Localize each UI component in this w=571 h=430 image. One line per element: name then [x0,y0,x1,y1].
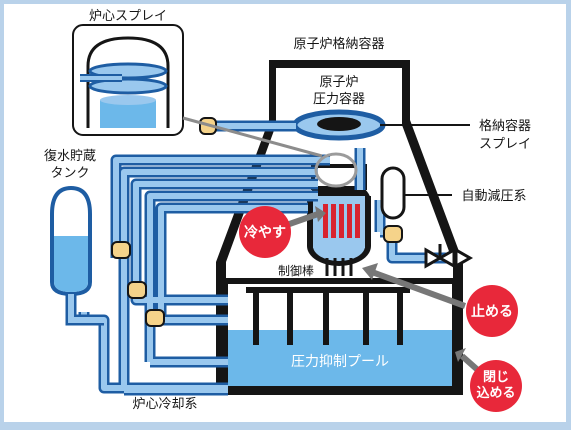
label-suppression-pool: 圧力抑制プール [291,354,389,370]
arrows [277,206,482,375]
tank-outlet-pipe [65,294,104,326]
valve-icon [424,244,474,269]
badge-contain-label-1: 閉じ [483,370,509,385]
badge-stop-label: 止める [471,303,513,320]
label-containment-vessel: 原子炉格納容器 [293,36,384,52]
pump-icon [111,117,403,327]
label-condensate-tank-1: 復水貯蔵 [44,148,96,164]
label-condensate-tank-2: タンク [50,166,89,181]
core-spray-ring [314,152,358,188]
condensate-storage-tank [50,185,92,297]
badge-cool: 冷やす [239,206,291,258]
label-rpv-2: 圧力容器 [313,91,365,107]
ads-tank [380,166,406,220]
badge-stop: 止める [466,285,518,337]
core-spray-leader [182,116,323,158]
label-control-rods: 制御棒 [278,263,314,278]
label-core-spray: 炉心スプレイ [89,9,167,24]
badge-contain: 閉じ 込める [470,360,522,412]
containment-spray-header [292,109,386,141]
label-rpv-1: 原子炉 [319,75,358,90]
core-spray-inset [72,24,184,136]
badge-cool-label: 冷やす [244,224,286,241]
label-containment-spray-2: スプレイ [479,137,531,152]
badge-contain-label-2: 込める [476,385,515,401]
control-rod-icon [323,204,360,238]
downcomer-pipes [246,287,410,345]
suppression-pool [228,284,452,386]
label-containment-spray-1: 格納容器 [479,118,531,134]
control-rod-drives [325,258,353,276]
label-adr-system: 自動減圧系 [461,188,526,204]
label-core-cooling-system: 炉心冷却系 [132,397,197,412]
